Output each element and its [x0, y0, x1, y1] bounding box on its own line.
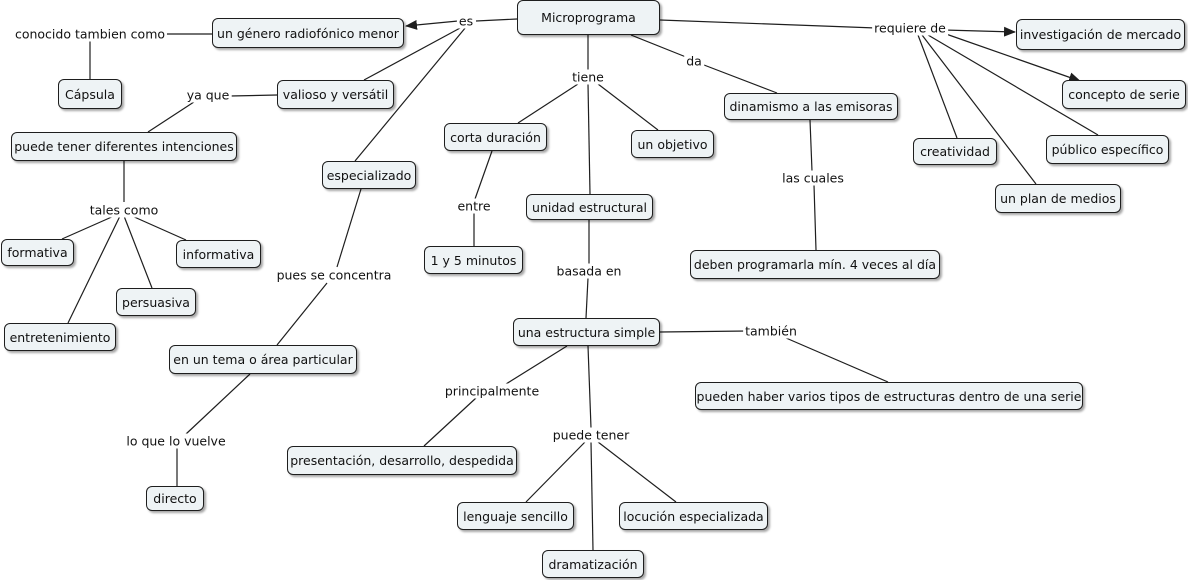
line-corta-entre [474, 150, 493, 200]
link-lo-que-lo-vuelve: lo que lo vuelve [124, 433, 228, 449]
line-puedetener-locucion [597, 441, 677, 503]
line-microprograma-da [630, 34, 687, 58]
node-1-y-5-minutos[interactable]: 1 y 5 minutos [424, 246, 523, 274]
node-persuasiva[interactable]: persuasiva [116, 288, 196, 316]
node-plan-de-medios[interactable]: un plan de medios [995, 184, 1121, 213]
line-principalmente-presentacion [423, 397, 477, 447]
link-requiere-de: requiere de [872, 20, 948, 36]
line-tiene-corta [517, 83, 579, 124]
link-las-cuales: las cuales [780, 170, 846, 186]
line-es-genero [405, 19, 459, 30]
line-tambien-varios [785, 337, 889, 383]
node-formativa[interactable]: formativa [1, 239, 74, 266]
line-puedetener-lenguaje [525, 441, 586, 503]
node-directo[interactable]: directo [146, 486, 204, 511]
line-estructura-tambien [659, 330, 749, 333]
line-es-especializado [354, 26, 467, 162]
line-lascuales-programarla [813, 184, 817, 251]
link-entre: entre [455, 198, 493, 214]
line-requiere-publico [927, 34, 1099, 136]
line-requiere-medios [921, 34, 1037, 185]
link-tales-como: tales como [87, 202, 161, 218]
link-principalmente: principalmente [442, 383, 542, 399]
node-concepto-serie[interactable]: concepto de serie [1062, 80, 1186, 109]
link-puede-tener: puede tener [550, 427, 632, 443]
line-valioso-yaque [229, 94, 278, 97]
node-informativa[interactable]: informativa [176, 240, 261, 268]
line-microprograma-es [475, 18, 518, 22]
node-dramatizacion[interactable]: dramatización [542, 550, 644, 578]
node-diferentes-intenciones[interactable]: puede tener diferentes intenciones [11, 132, 237, 161]
line-microprograma-requiere [659, 19, 877, 29]
node-creatividad[interactable]: creatividad [913, 138, 997, 165]
link-ya-que: ya que [184, 87, 232, 103]
link-tambien: también [743, 323, 799, 339]
node-genero-radiofonico[interactable]: un género radiofónico menor [212, 18, 404, 48]
line-talescomo-informativa [131, 215, 187, 241]
line-da-dinamismo [703, 64, 778, 94]
link-es: es [456, 13, 476, 29]
node-tema-area-particular[interactable]: en un tema o área particular [169, 345, 357, 374]
node-microprograma[interactable]: Microprograma [517, 0, 660, 35]
node-especializado[interactable]: especializado [322, 161, 416, 189]
node-varios-tipos-estructuras[interactable]: pueden haber varios tipos de estructuras… [695, 382, 1083, 410]
node-publico-especifico[interactable]: público específico [1046, 135, 1169, 164]
line-estructura-puedetener [587, 345, 592, 429]
node-investigacion-mercado[interactable]: investigación de mercado [1016, 19, 1185, 50]
node-capsula[interactable]: Cápsula [58, 79, 122, 109]
link-conocido-tambien-como: conocido tambien como [12, 26, 168, 42]
line-talescomo-persuasiva [123, 215, 153, 289]
line-puedetener-dramatizacion [590, 441, 594, 551]
line-requiere-concepto [945, 33, 1081, 83]
link-da: da [684, 53, 704, 69]
node-entretenimiento[interactable]: entretenimiento [4, 323, 116, 351]
line-yaque-intenciones [147, 99, 198, 133]
node-locucion-especializada[interactable]: locución especializada [619, 502, 768, 530]
link-pues-se-concentra: pues se concentra [274, 267, 394, 283]
line-requiere-investigacion [943, 26, 1016, 37]
node-unidad-estructural[interactable]: unidad estructural [526, 194, 653, 220]
link-tiene: tiene [570, 69, 606, 85]
line-especializado-pues [336, 188, 362, 268]
line-tema-vuelve [185, 373, 251, 435]
line-es-valioso [363, 26, 463, 81]
line-pues-tema [276, 282, 328, 346]
line-tiene-unidad [587, 83, 591, 195]
node-estructura-simple[interactable]: una estructura simple [513, 318, 660, 346]
node-programarla-veces-dia[interactable]: deben programarla mín. 4 veces al día [690, 250, 940, 279]
line-dinamismo-lascuales [809, 119, 813, 172]
node-corta-duracion[interactable]: corta duración [444, 123, 547, 151]
node-dinamismo-emisoras[interactable]: dinamismo a las emisoras [724, 93, 898, 120]
line-basada-estructura [585, 277, 589, 319]
line-requiere-creatividad [917, 34, 958, 139]
link-basada-en: basada en [554, 263, 624, 279]
node-presentacion-desarrollo-despedida[interactable]: presentación, desarrollo, despedida [287, 446, 517, 475]
line-tiene-objetivo [597, 83, 659, 131]
line-estructura-principalmente [505, 345, 568, 385]
line-talescomo-formativa [61, 215, 115, 240]
node-lenguaje-sencillo[interactable]: lenguaje sencillo [457, 502, 574, 530]
line-talescomo-entretenimiento [67, 215, 121, 324]
node-valioso-versatil[interactable]: valioso y versátil [277, 80, 394, 109]
node-un-objetivo[interactable]: un objetivo [631, 130, 714, 158]
